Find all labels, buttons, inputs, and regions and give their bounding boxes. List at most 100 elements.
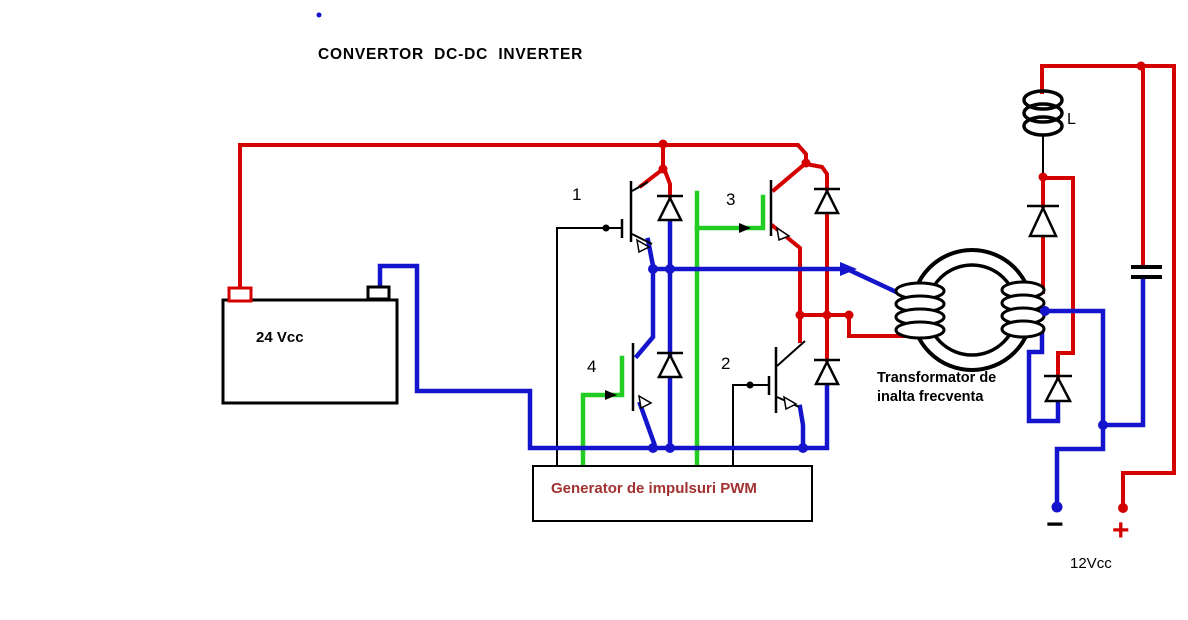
positive-terminal-dot [1118, 503, 1128, 513]
wire-t2-emitter [797, 404, 806, 451]
junction-dot [1038, 172, 1048, 182]
t2-emitter-arrow-icon [782, 395, 798, 411]
battery-24v: 24 Vcc [221, 285, 399, 405]
wire-gate-t1 [556, 227, 621, 466]
junction-dot [648, 264, 658, 274]
t1-collector-stub [631, 181, 649, 192]
inductor-turn [1022, 89, 1064, 111]
primary-winding [894, 281, 946, 340]
inductor-l: L [1022, 89, 1076, 137]
junction-dot [1098, 420, 1108, 430]
winding-turn [1000, 319, 1046, 339]
wire-gate-t3 [694, 194, 766, 231]
wire-secondary-mid [1042, 308, 1106, 428]
pwm-box [532, 465, 813, 522]
t2-collector-stub [776, 340, 806, 367]
wire-d3-cathode [803, 161, 829, 191]
wire-battery-positive-rail [238, 143, 808, 292]
d1-triangle [656, 195, 684, 222]
battery-positive-terminal [227, 286, 253, 303]
d2-triangle [813, 359, 841, 386]
d6-triangle [1043, 375, 1073, 403]
transistor-t3 [739, 180, 791, 242]
minus-sign: − [1046, 508, 1064, 541]
battery-body [221, 298, 399, 405]
junction-dot [658, 164, 668, 174]
diode-d1 [656, 194, 684, 222]
wire-battery-negative [377, 263, 830, 451]
t1-emitter-stub [631, 233, 653, 245]
wire-secondary-bottom-to-d6 [1026, 326, 1061, 424]
junction-dot [1136, 61, 1146, 71]
transistor-2-label: 2 [721, 354, 730, 373]
wire-t4-collector [633, 266, 656, 360]
plus-sign: + [1112, 514, 1130, 547]
junction-dot [798, 443, 808, 453]
wire-t1-emitter [645, 237, 656, 269]
diode-d4 [656, 351, 684, 379]
d3-triangle [813, 188, 841, 215]
capacitor [1131, 265, 1162, 279]
t1-gate-dot [602, 224, 610, 232]
transformer-label-line2: inalta frecventa [877, 389, 984, 405]
transistor-t4 [605, 343, 653, 411]
t4-gate-arrow-icon [605, 390, 617, 400]
battery-negative-terminal [366, 285, 391, 301]
stray-mark [316, 12, 322, 18]
transformer: Transformator de inalta frecventa [877, 248, 1046, 405]
transistor-t2 [746, 340, 806, 413]
battery-label: 24 Vcc [256, 329, 304, 346]
wire-t4-emitter [637, 401, 657, 446]
junction-dots [648, 61, 1146, 453]
pwm-gate-wires [580, 190, 766, 469]
junction-dot [648, 443, 658, 453]
wire-d1-cathode [662, 168, 672, 198]
d4-triangle [656, 352, 684, 379]
diode-output-bottom [1043, 374, 1073, 403]
t1-emitter-arrow-icon [635, 238, 651, 254]
wire-gate-t2 [732, 384, 769, 466]
transistor-t1 [602, 181, 653, 254]
diagram-title: CONVERTOR DC-DC INVERTER [318, 46, 583, 63]
t3-gate-arrow-icon [739, 223, 751, 233]
t4-emitter-arrow-icon [637, 394, 653, 410]
pwm-label: Generator de impulsuri PWM [551, 480, 757, 497]
wire-junction-to-d6 [1041, 176, 1075, 379]
wire-primary-bottom [847, 313, 909, 338]
negative-wires [377, 215, 1146, 507]
wire-gate-t4 [580, 355, 625, 469]
junction-dot [795, 310, 805, 320]
junction-dot [1040, 306, 1050, 316]
gate-lead-wires [556, 135, 1044, 466]
output-terminals: − + 12Vcc [1046, 501, 1130, 572]
transistor-1-label: 1 [572, 185, 581, 204]
positive-wires [238, 64, 1176, 508]
junction-dot [844, 310, 854, 320]
transistor-4-label: 4 [587, 357, 596, 376]
diode-d2 [813, 358, 841, 386]
wire-output-negative [1054, 422, 1106, 507]
wire-t3-collector [771, 160, 809, 193]
wire-output-positive [1040, 64, 1176, 508]
inductor-turn [1022, 115, 1064, 137]
output-voltage-label: 12Vcc [1070, 555, 1112, 572]
t2-gate-dot [746, 381, 754, 389]
inductor-turn [1022, 102, 1064, 124]
junction-dot [665, 264, 675, 274]
wire-capacitor-bottom [1100, 276, 1146, 428]
negative-terminal-dot [1051, 501, 1063, 513]
diode-output-top [1027, 204, 1059, 238]
junction-dot [658, 139, 668, 149]
inductor-label: L [1067, 111, 1076, 128]
junction-dot [801, 158, 811, 168]
junction-dot [665, 443, 675, 453]
secondary-winding [1000, 280, 1046, 339]
pwm-generator: Generator de impulsuri PWM [532, 465, 813, 522]
transformer-label-line1: Transformator de [877, 370, 996, 386]
d5-triangle [1028, 205, 1058, 238]
t3-emitter-arrow-icon [775, 226, 791, 242]
junction-dot [822, 310, 832, 320]
diode-d3 [813, 187, 841, 215]
